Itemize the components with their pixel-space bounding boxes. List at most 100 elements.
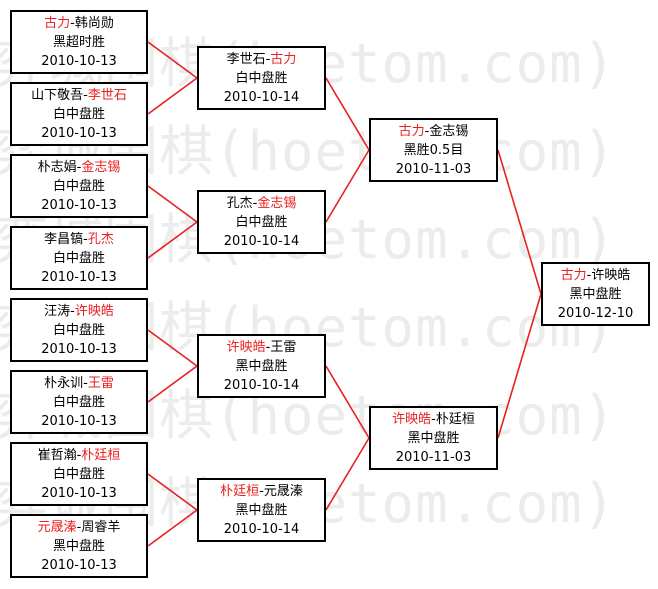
match-date: 2010-10-13: [41, 198, 117, 213]
round1-match-8[interactable]: 元晟溱-周睿羊黑中盘胜 2010-10-13: [10, 514, 148, 578]
match-date: 2010-10-13: [41, 126, 117, 141]
player-2: 李世石: [87, 88, 127, 103]
round3-connector-1: [497, 149, 542, 295]
players-line: 李世石-古力: [199, 50, 324, 69]
round1-connector-4: [147, 221, 198, 259]
match-date: 2010-10-14: [223, 522, 300, 537]
match-date: 2010-10-14: [223, 378, 300, 393]
match-date: 2010-10-13: [41, 558, 117, 573]
vs-dash: -: [431, 412, 436, 427]
match-date: 2010-10-13: [41, 342, 117, 357]
player-2: 金志锡: [257, 196, 297, 211]
player-1: 许映皓: [392, 412, 432, 427]
vs-dash: -: [83, 88, 88, 103]
round3-connector-2: [497, 293, 542, 439]
player-1: 山下敬吾: [31, 88, 84, 103]
player-2: 古力: [270, 52, 297, 67]
player-2: 朴廷桓: [81, 448, 121, 463]
player-2: 金志锡: [81, 160, 121, 175]
round2-match-4[interactable]: 朴廷桓-元晟溱黑中盘胜 2010-10-14: [197, 478, 326, 542]
round1-match-5[interactable]: 汪涛-许映皓白中盘胜 2010-10-13: [10, 298, 148, 362]
round1-connector-8: [147, 509, 198, 547]
player-1: 古力: [398, 124, 425, 139]
vs-dash: -: [83, 376, 88, 391]
players-line: 元晟溱-周睿羊: [12, 518, 146, 537]
vs-dash: -: [259, 484, 264, 499]
player-1: 崔哲瀚: [37, 448, 77, 463]
match-result: 白中盘胜: [235, 71, 288, 86]
vs-dash: -: [76, 448, 82, 463]
players-line: 山下敬吾-李世石: [12, 86, 146, 105]
round2-connector-1: [325, 77, 370, 151]
match-result: 白中盘胜: [52, 251, 105, 266]
round1-connector-1: [147, 41, 198, 79]
player-1: 李世石: [226, 52, 266, 67]
player-1: 朴永训: [44, 376, 84, 391]
player-2: 许映皓: [591, 268, 631, 283]
match-result: 黑超时胜: [52, 35, 105, 50]
vs-dash: -: [83, 232, 88, 247]
match-result: 黑中盘胜: [235, 359, 288, 374]
match-date: 2010-11-03: [395, 162, 472, 177]
vs-dash: -: [76, 520, 82, 535]
vs-dash: -: [586, 268, 592, 283]
players-line: 古力-金志锡: [371, 122, 496, 141]
players-line: 许映皓-王雷: [199, 338, 324, 357]
players-line: 朴志娟-金志锡: [12, 158, 146, 177]
player-2: 金志锡: [429, 124, 469, 139]
round2-connector-3: [325, 365, 370, 439]
vs-dash: -: [265, 52, 271, 67]
match-result: 白中盘胜: [52, 179, 105, 194]
match-result: 黑胜0.5目: [403, 143, 464, 158]
match-result: 黑中盘胜: [569, 287, 622, 302]
player-2: 孔杰: [87, 232, 114, 247]
player-1: 李昌镐: [44, 232, 84, 247]
round3-match-1[interactable]: 古力-金志锡黑胜0.5目 2010-11-03: [369, 118, 498, 182]
match-date: 2010-10-14: [223, 234, 300, 249]
player-2: 许映皓: [74, 304, 114, 319]
final-match-1[interactable]: 古力-许映皓黑中盘胜 2010-12-10: [541, 262, 650, 326]
round1-connector-2: [147, 77, 198, 115]
vs-dash: -: [252, 196, 258, 211]
vs-dash: -: [70, 304, 75, 319]
match-result: 白中盘胜: [52, 467, 105, 482]
round1-connector-7: [147, 473, 198, 511]
player-2: 王雷: [87, 376, 114, 391]
players-line: 孔杰-金志锡: [199, 194, 324, 213]
match-result: 黑中盘胜: [52, 539, 105, 554]
vs-dash: -: [265, 340, 271, 355]
match-result: 黑中盘胜: [235, 503, 288, 518]
players-line: 许映皓-朴廷桓: [371, 410, 496, 429]
vs-dash: -: [76, 160, 82, 175]
round1-match-3[interactable]: 朴志娟-金志锡白中盘胜 2010-10-13: [10, 154, 148, 218]
player-1: 汪涛: [44, 304, 71, 319]
players-line: 朴永训-王雷: [12, 374, 146, 393]
match-date: 2010-12-10: [557, 306, 634, 321]
player-2: 周睿羊: [81, 520, 121, 535]
player-1: 古力: [560, 268, 587, 283]
players-line: 李昌镐-孔杰: [12, 230, 146, 249]
player-2: 朴廷桓: [435, 412, 475, 427]
match-date: 2010-10-13: [41, 54, 117, 69]
match-date: 2010-11-03: [395, 450, 472, 465]
players-line: 朴廷桓-元晟溱: [199, 482, 324, 501]
players-line: 汪涛-许映皓: [12, 302, 146, 321]
match-result: 白中盘胜: [52, 323, 105, 338]
player-1: 孔杰: [226, 196, 253, 211]
round2-match-3[interactable]: 许映皓-王雷黑中盘胜 2010-10-14: [197, 334, 326, 398]
vs-dash: -: [424, 124, 430, 139]
player-1: 许映皓: [226, 340, 266, 355]
player-1: 朴廷桓: [220, 484, 260, 499]
player-2: 王雷: [270, 340, 297, 355]
round1-connector-5: [147, 329, 198, 367]
